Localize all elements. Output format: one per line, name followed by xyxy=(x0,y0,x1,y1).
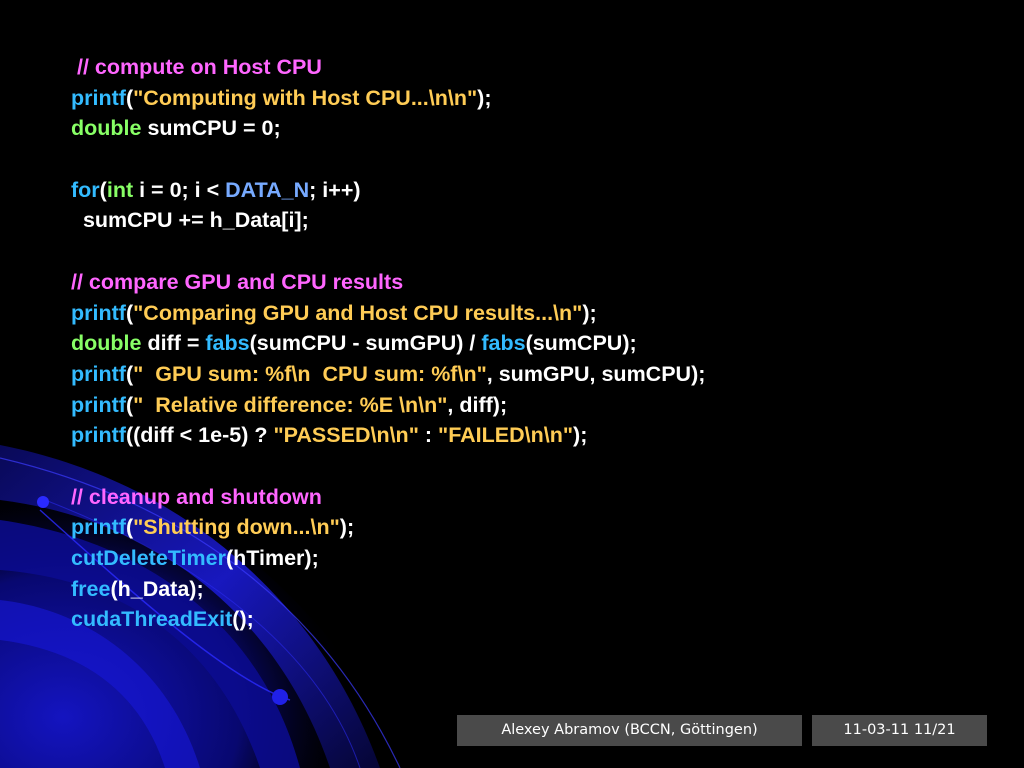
decor-dot-2 xyxy=(272,689,288,705)
code-comment: // compute on Host CPU xyxy=(76,55,322,79)
code-text: ( xyxy=(125,361,134,386)
code-line: sumCPU += h_Data[i]; xyxy=(71,205,705,236)
code-text: i = 0; i < xyxy=(133,177,226,202)
footer-date-page: 11-03-11 11/21 xyxy=(812,715,987,746)
code-string: "Computing with Host CPU...\n\n" xyxy=(133,85,478,110)
code-text: ( xyxy=(125,300,134,325)
decor-line-1 xyxy=(0,457,401,768)
code-type: double xyxy=(71,116,142,141)
code-text: (sumCPU); xyxy=(525,331,637,356)
code-text: sumCPU += h_Data[i]; xyxy=(71,208,309,233)
code-line: free(h_Data); xyxy=(71,574,705,605)
code-line: printf("Computing with Host CPU...\n\n")… xyxy=(71,83,705,114)
code-string: "PASSED\n\n" xyxy=(273,423,419,448)
code-function: free xyxy=(71,576,111,601)
code-function: printf xyxy=(71,392,126,417)
code-text: ); xyxy=(573,423,588,448)
decor-swoosh-1 xyxy=(0,445,380,768)
code-text: (); xyxy=(232,607,254,632)
footer-author: Alexey Abramov (BCCN, Göttingen) xyxy=(457,715,802,746)
code-function: fabs xyxy=(481,331,526,356)
code-line: printf((diff < 1e-5) ? "PASSED\n\n" : "F… xyxy=(71,420,705,451)
code-text: sumCPU = 0; xyxy=(141,116,281,141)
decor-dot-1 xyxy=(37,496,49,508)
code-line: cudaThreadExit(); xyxy=(71,604,705,635)
code-comment: // compare GPU and CPU results xyxy=(71,269,404,294)
code-text: ( xyxy=(99,177,107,202)
code-text: (sumCPU - sumGPU) / xyxy=(249,331,482,356)
code-line: // cleanup and shutdown xyxy=(71,482,705,513)
code-line xyxy=(71,236,705,267)
decor-swoosh-2 xyxy=(0,520,300,768)
code-text: ( xyxy=(125,392,134,417)
code-line: printf(" Relative difference: %E \n\n", … xyxy=(71,390,705,421)
code-line: for(int i = 0; i < DATA_N; i++) xyxy=(71,175,705,206)
code-comment: // cleanup and shutdown xyxy=(71,484,322,509)
code-text: (h_Data); xyxy=(110,576,204,601)
code-text: (hTimer); xyxy=(225,546,319,570)
code-text: ((diff < 1e-5) ? xyxy=(125,423,274,448)
decor-line-3 xyxy=(39,509,291,701)
code-function: cudaThreadExit xyxy=(71,607,233,632)
code-line: printf("Comparing GPU and Host CPU resul… xyxy=(71,298,705,329)
code-text: : xyxy=(418,423,438,448)
code-string: "Comparing GPU and Host CPU results...\n… xyxy=(133,300,583,325)
code-text: diff = xyxy=(141,331,206,356)
code-function: fabs xyxy=(205,331,250,356)
code-function: printf xyxy=(71,361,126,386)
code-line: printf("Shutting down...\n"); xyxy=(71,512,705,543)
code-function: printf xyxy=(71,300,126,325)
code-line: double diff = fabs(sumCPU - sumGPU) / fa… xyxy=(71,328,705,359)
code-type: double xyxy=(71,331,142,356)
code-line xyxy=(71,451,705,482)
code-string: " GPU sum: %f\n CPU sum: %f\n" xyxy=(133,361,487,386)
code-function: printf xyxy=(71,423,126,448)
code-text: ; i++) xyxy=(309,177,361,202)
code-string: "Shutting down...\n" xyxy=(133,515,340,540)
code-function: for xyxy=(71,177,100,202)
code-text: ); xyxy=(477,85,492,110)
code-type: int xyxy=(106,177,134,202)
decor-swoosh-3 xyxy=(0,600,200,768)
code-string: " Relative difference: %E \n\n" xyxy=(133,392,448,417)
code-text: ); xyxy=(582,300,597,325)
code-string: "FAILED\n\n" xyxy=(438,423,574,448)
code-text: ( xyxy=(125,515,134,540)
code-line: // compute on Host CPU xyxy=(71,52,705,83)
code-function: printf xyxy=(71,85,126,110)
code-text: , diff); xyxy=(447,392,508,417)
decor-line-2 xyxy=(44,499,361,768)
code-text: ); xyxy=(339,515,355,540)
code-line: cutDeleteTimer(hTimer); xyxy=(71,543,705,574)
code-function: printf xyxy=(71,515,126,540)
code-line: double sumCPU = 0; xyxy=(71,113,705,144)
code-text: ( xyxy=(125,85,134,110)
code-line: printf(" GPU sum: %f\n CPU sum: %f\n", s… xyxy=(71,359,705,390)
code-line xyxy=(71,144,705,175)
code-line: // compare GPU and CPU results xyxy=(71,267,705,298)
code-text: , sumGPU, sumCPU); xyxy=(486,361,706,386)
code-macro: DATA_N xyxy=(225,177,310,202)
code-function: cutDeleteTimer xyxy=(71,546,226,570)
